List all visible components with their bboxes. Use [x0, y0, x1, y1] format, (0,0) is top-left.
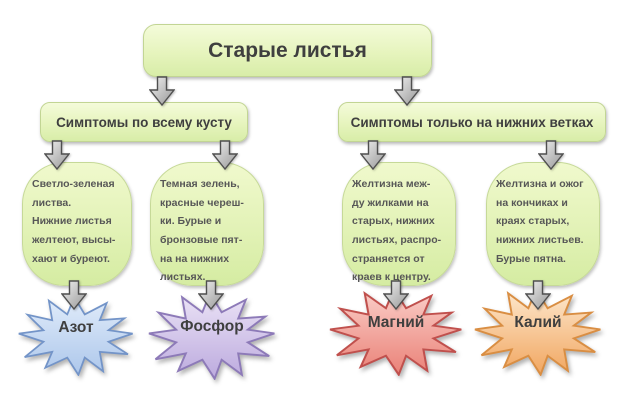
node-magnesium: Магний	[328, 287, 464, 377]
node-symptom-magnesium: Желтизна меж- ду жилками на старых, нижн…	[342, 162, 456, 286]
node-old-leaves: Старые листья	[143, 24, 432, 77]
node-symptom-potassium: Желтизна и ожог на кончиках и краях стар…	[486, 162, 600, 286]
arrow-down-icon	[524, 280, 552, 311]
arrow-down-icon	[148, 76, 176, 107]
node-symptom-phosphorus: Темная зелень, красные череш- ки. Бурые …	[150, 162, 264, 286]
starburst-icon	[329, 287, 462, 377]
symptom-phosphorus-text: Темная зелень, красные череш- ки. Бурые …	[160, 178, 244, 284]
node-potassium-label: Калий	[514, 314, 562, 332]
starburst-icon	[18, 295, 133, 377]
node-symptoms-lower-branches: Симптомы только на нижних ветках	[338, 102, 606, 142]
arrow-down-icon	[393, 76, 421, 107]
arrow-down-icon	[43, 140, 71, 171]
node-phosphorus: Фосфор	[147, 291, 277, 381]
node-symptoms-lower-branches-label: Симптомы только на нижних ветках	[350, 114, 594, 130]
node-symptoms-whole-bush-label: Симптомы по всему кусту	[56, 114, 232, 130]
arrow-down-icon	[60, 280, 88, 311]
node-phosphorus-label: Фосфор	[180, 318, 244, 336]
node-potassium: Калий	[473, 287, 603, 377]
node-nitrogen-label: Азот	[58, 319, 94, 336]
symptom-potassium-text: Желтизна и ожог на кончиках и краях стар…	[496, 178, 584, 265]
node-symptoms-whole-bush: Симптомы по всему кусту	[40, 102, 248, 142]
arrow-down-icon	[359, 140, 387, 171]
symptom-nitrogen-text: Светло-зеленая листва. Нижние листья жел…	[32, 178, 116, 265]
arrow-down-icon	[382, 280, 410, 311]
arrow-down-icon	[537, 140, 565, 171]
symptom-magnesium-text: Желтизна меж- ду жилками на старых, нижн…	[352, 178, 442, 284]
starburst-icon	[474, 287, 601, 377]
arrow-down-icon	[211, 140, 239, 171]
node-symptom-nitrogen: Светло-зеленая листва. Нижние листья жел…	[22, 162, 132, 286]
node-old-leaves-label: Старые листья	[208, 38, 367, 62]
arrow-down-icon	[197, 280, 225, 311]
starburst-icon	[148, 291, 275, 381]
node-nitrogen: Азот	[17, 295, 135, 377]
node-magnesium-label: Магний	[367, 314, 425, 332]
